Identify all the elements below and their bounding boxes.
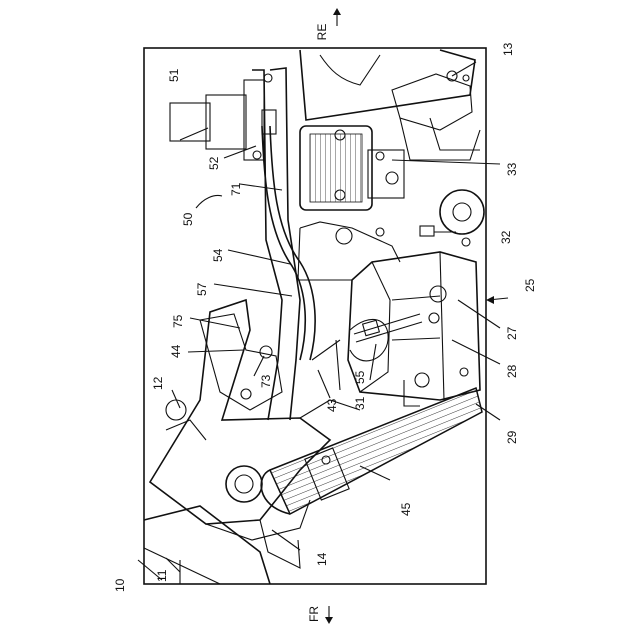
direction-rear-label: RE — [315, 24, 329, 41]
direction-front: FR — [307, 606, 333, 624]
pulley — [420, 190, 484, 246]
label-33: 33 — [505, 162, 519, 176]
label-31: 31 — [353, 396, 367, 410]
label-44: 44 — [169, 344, 183, 358]
drive-belt — [261, 388, 482, 514]
hose — [262, 126, 315, 360]
label-14: 14 — [315, 552, 329, 566]
label-71: 71 — [229, 182, 243, 196]
label-50: 50 — [181, 212, 195, 226]
label-51: 51 — [167, 68, 181, 82]
label-55: 55 — [353, 370, 367, 384]
label-45: 45 — [399, 502, 413, 516]
label-32: 32 — [499, 230, 513, 244]
label-12: 12 — [151, 376, 165, 390]
label-29: 29 — [505, 430, 519, 444]
main-frame — [150, 300, 360, 568]
label-13: 13 — [501, 42, 515, 56]
label-25: 25 — [523, 278, 537, 292]
engine-block — [298, 222, 480, 406]
reference-arrow — [486, 296, 508, 304]
label-11: 11 — [155, 569, 169, 582]
control-box — [300, 126, 404, 210]
direction-front-label: FR — [307, 606, 321, 622]
label-43: 43 — [325, 398, 339, 412]
label-73: 73 — [259, 374, 273, 388]
reference-numerals: 10 11 12 13 14 25 27 28 29 31 32 33 43 4… — [113, 42, 537, 592]
direction-rear: RE — [315, 8, 341, 40]
actuator-unit — [170, 74, 276, 160]
label-52: 52 — [207, 156, 221, 170]
label-28: 28 — [505, 364, 519, 378]
label-10: 10 — [113, 578, 127, 592]
label-54: 54 — [211, 248, 225, 262]
label-57: 57 — [195, 282, 209, 296]
spark-plug — [312, 314, 422, 360]
label-75: 75 — [171, 314, 185, 328]
label-27: 27 — [505, 326, 519, 340]
